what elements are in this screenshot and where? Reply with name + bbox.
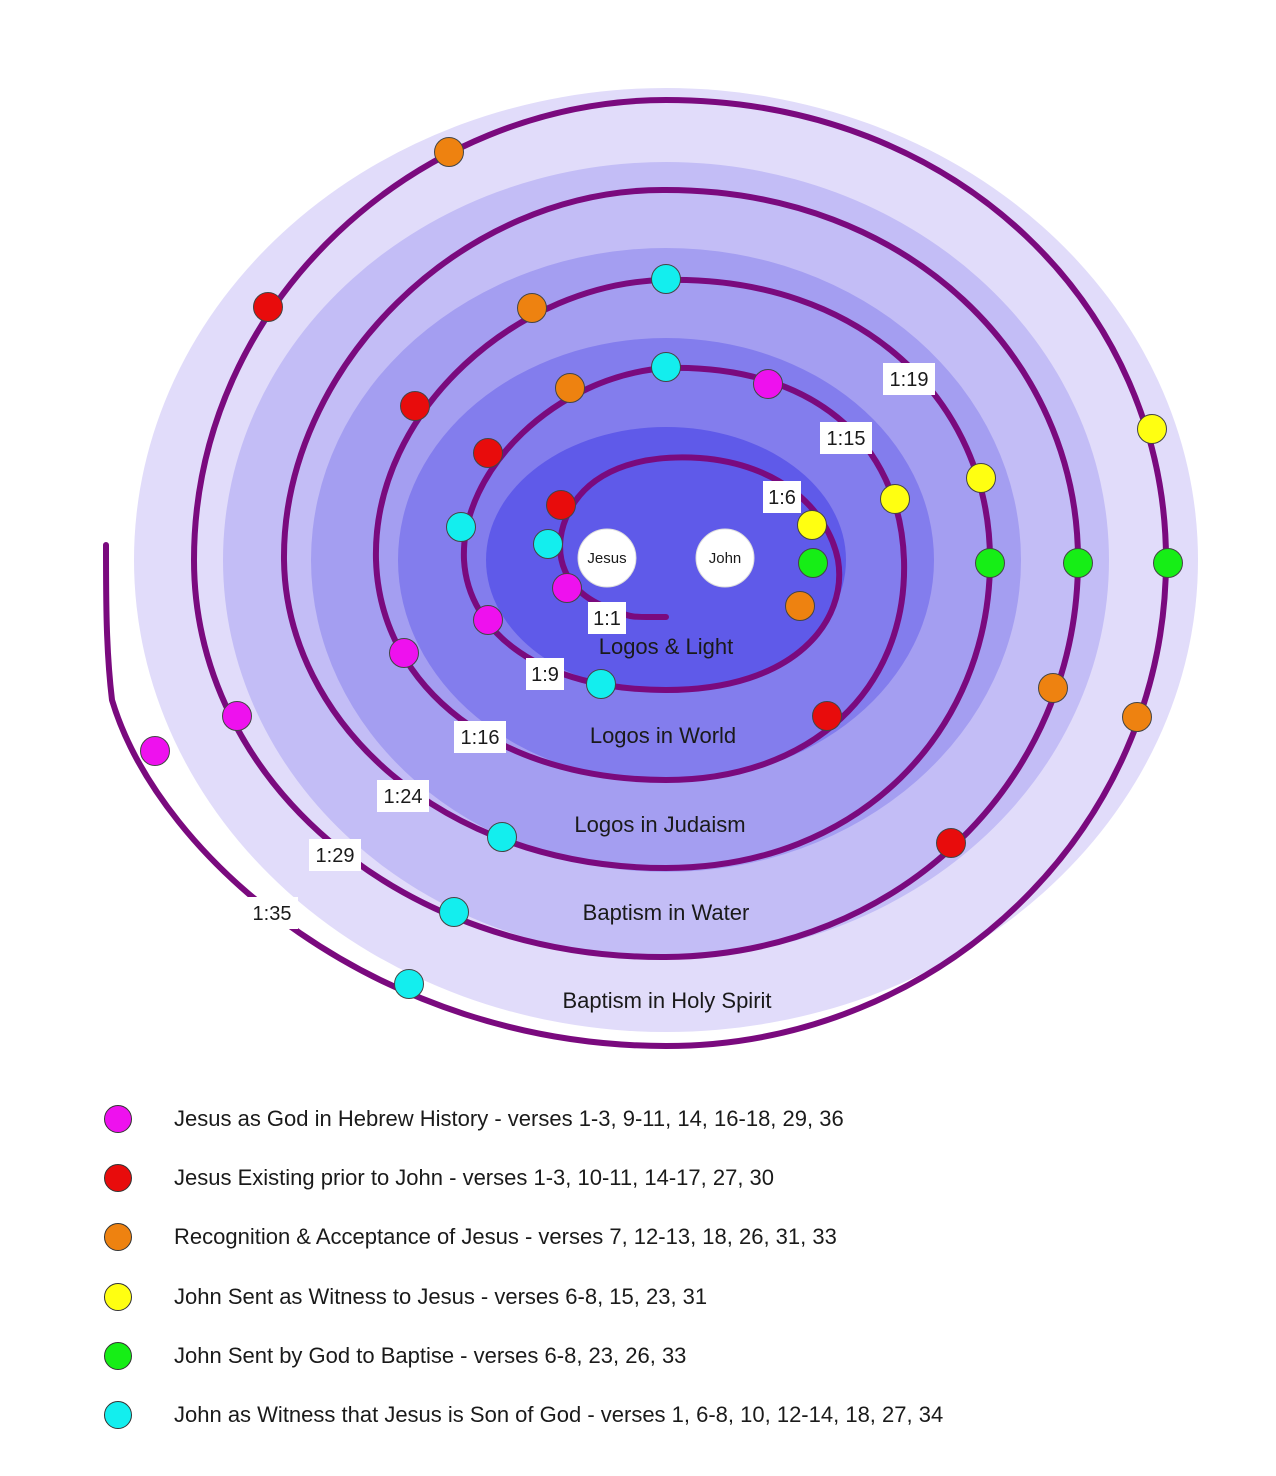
dot-green: [1153, 548, 1183, 578]
verse-label-text: 1:35: [253, 903, 292, 925]
jesus-node: Jesus: [577, 528, 637, 588]
verse-label-1-19: 1:19: [883, 363, 935, 395]
dot-cyan: [487, 822, 517, 852]
dot-orange: [1122, 702, 1152, 732]
legend: Jesus as God in Hebrew History - verses …: [100, 1092, 1250, 1447]
dot-magenta: [753, 369, 783, 399]
legend-dot-orange-icon: [104, 1223, 132, 1252]
verse-label-text: 1:9: [531, 664, 559, 686]
dot-cyan: [651, 352, 681, 382]
ring-label: Logos in Judaism: [574, 812, 745, 837]
legend-label: Recognition & Acceptance of Jesus - vers…: [174, 1224, 837, 1250]
verse-label-box: [309, 839, 361, 871]
legend-item-magenta: Jesus as God in Hebrew History - verses …: [100, 1092, 1250, 1151]
verse-label-1-15: 1:15: [820, 422, 872, 454]
verse-label-box: [526, 658, 564, 690]
legend-item-cyan: John as Witness that Jesus is Son of God…: [100, 1388, 1250, 1447]
dot-magenta: [473, 605, 503, 635]
dot-red: [812, 701, 842, 731]
ring-band-5: [486, 427, 846, 693]
dot-green: [975, 548, 1005, 578]
verse-label-text: 1:16: [461, 727, 500, 749]
dot-orange: [1038, 673, 1068, 703]
ring-backgrounds: [134, 88, 1198, 1032]
john-node: John: [695, 528, 755, 588]
dot-green: [1063, 548, 1093, 578]
ring-label: Logos in World: [590, 723, 736, 748]
dot-yellow: [797, 510, 827, 540]
dot-cyan: [651, 264, 681, 294]
ring-label: Baptism in Holy Spirit: [562, 988, 771, 1013]
dot-cyan: [439, 897, 469, 927]
verse-label-1-1: 1:1: [588, 602, 626, 634]
verse-label-box: [454, 721, 506, 753]
verse-label-box: [883, 363, 935, 395]
category-dots: [140, 137, 1183, 999]
legend-item-green: John Sent by God to Baptise - verses 6-8…: [100, 1329, 1250, 1388]
dot-red: [473, 438, 503, 468]
legend-label: John Sent as Witness to Jesus - verses 6…: [174, 1283, 708, 1309]
jesus-label: Jesus: [587, 550, 626, 567]
legend-item-yellow: John Sent as Witness to Jesus - verses 6…: [100, 1270, 1250, 1329]
dot-yellow: [880, 484, 910, 514]
verse-label-box: [588, 602, 626, 634]
dot-red: [936, 828, 966, 858]
dot-yellow: [966, 463, 996, 493]
verse-label-box: [763, 481, 801, 513]
legend-item-orange: Recognition & Acceptance of Jesus - vers…: [100, 1210, 1250, 1269]
legend-item-red: Jesus Existing prior to John - verses 1-…: [100, 1151, 1250, 1210]
dot-red: [400, 391, 430, 421]
verse-label-1-6: 1:6: [763, 481, 801, 513]
verse-label-text: 1:29: [316, 845, 355, 867]
dot-green: [798, 548, 828, 578]
verse-labels: 1:1 1:6 1:9 1:15 1:16 1:19 1:24 1:29 1:35: [246, 363, 935, 929]
dot-magenta: [389, 638, 419, 668]
dot-orange: [434, 137, 464, 167]
verse-label-text: 1:15: [827, 428, 866, 450]
dot-cyan: [394, 969, 424, 999]
dot-cyan: [446, 512, 476, 542]
verse-label-box: [377, 780, 429, 812]
verse-label-text: 1:19: [890, 369, 929, 391]
jesus-circle: [577, 528, 637, 588]
legend-label: John Sent by God to Baptise - verses 6-8…: [174, 1342, 687, 1368]
ring-label: Baptism in Water: [583, 900, 750, 925]
dot-orange: [517, 293, 547, 323]
dot-cyan: [533, 529, 563, 559]
verse-label-1-29: 1:29: [309, 839, 361, 871]
dot-orange: [555, 373, 585, 403]
verse-label-text: 1:1: [593, 608, 621, 630]
verse-label-text: 1:24: [384, 786, 423, 808]
dot-magenta: [222, 701, 252, 731]
legend-label: John as Witness that Jesus is Son of God…: [174, 1401, 944, 1427]
verse-label-1-16: 1:16: [454, 721, 506, 753]
dot-cyan: [586, 669, 616, 699]
verse-label-box: [820, 422, 872, 454]
dot-red: [546, 490, 576, 520]
legend-dot-magenta-icon: [104, 1105, 132, 1133]
legend-dot-yellow-icon: [104, 1282, 132, 1311]
verse-label-box: [246, 897, 298, 929]
legend-label: Jesus Existing prior to John - verses 1-…: [174, 1165, 775, 1191]
verse-label-1-24: 1:24: [377, 780, 429, 812]
dot-red: [253, 292, 283, 322]
dot-orange: [785, 591, 815, 621]
spiral-path: [103, 97, 1169, 1049]
dot-magenta: [140, 736, 170, 766]
verse-label-text: 1:6: [768, 487, 796, 509]
john-label: John: [709, 550, 742, 567]
ring-label: Logos & Light: [599, 634, 734, 659]
dot-magenta: [552, 573, 582, 603]
legend-dot-cyan-icon: [104, 1400, 132, 1429]
john-circle: [695, 528, 755, 588]
people-nodes: Jesus John: [577, 528, 755, 588]
verse-label-1-9: 1:9: [526, 658, 564, 690]
dot-yellow: [1137, 414, 1167, 444]
legend-label: Jesus as God in Hebrew History - verses …: [174, 1106, 844, 1131]
verse-label-1-35: 1:35: [246, 897, 298, 929]
legend-dot-green-icon: [104, 1341, 132, 1370]
legend-dot-red-icon: [104, 1164, 132, 1193]
